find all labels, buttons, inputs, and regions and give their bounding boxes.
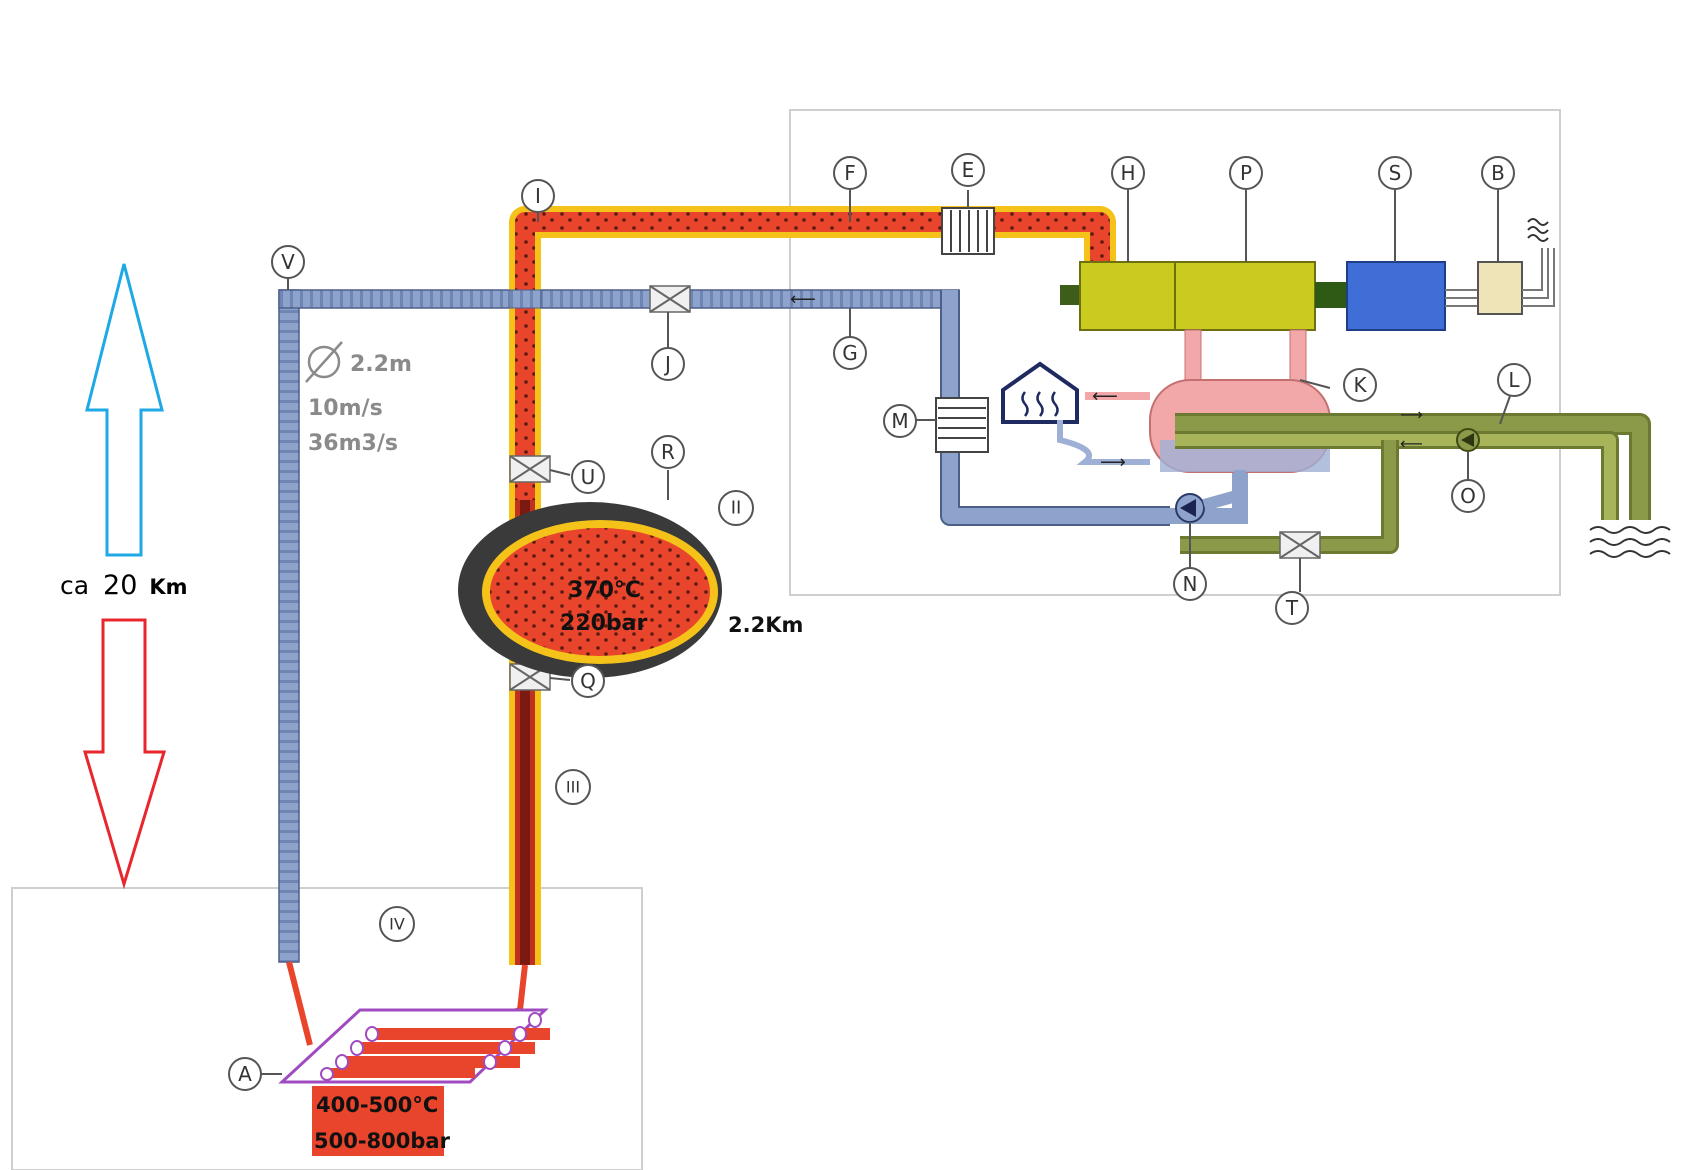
- label-B: B: [1481, 156, 1515, 190]
- svg-text:M: M: [891, 409, 908, 433]
- label-R: R: [651, 435, 685, 469]
- turbine-h[interactable]: [1079, 261, 1176, 331]
- svg-text:H: H: [1120, 161, 1135, 185]
- power-lines: [1522, 248, 1555, 307]
- label-F: F: [833, 156, 867, 190]
- svg-text:IV: IV: [389, 915, 405, 934]
- svg-text:Q: Q: [580, 669, 596, 693]
- label-S: S: [1378, 156, 1412, 190]
- label-V: V: [271, 245, 305, 279]
- label-T: T: [1275, 591, 1309, 625]
- valve-t[interactable]: [1279, 531, 1321, 559]
- svg-text:P: P: [1240, 161, 1252, 185]
- svg-text:I: I: [535, 184, 541, 208]
- svg-text:T: T: [1285, 596, 1299, 620]
- label-I: I: [521, 179, 555, 213]
- down-arrow: [82, 618, 167, 890]
- leader-lines: [260, 190, 1511, 1075]
- svg-text:B: B: [1491, 161, 1505, 185]
- flow-arrow-l2: ⟵: [1400, 434, 1423, 453]
- label-P: P: [1229, 156, 1263, 190]
- source-feed-cold: [286, 961, 313, 1046]
- svg-text:III: III: [566, 778, 580, 797]
- heating-return: [1057, 420, 1150, 465]
- pipe-flow: 36m3/s: [308, 431, 398, 456]
- depth-label: ca 20 Km: [60, 570, 188, 601]
- label-K: K: [1343, 368, 1377, 402]
- label-II: II: [718, 490, 754, 526]
- deep-zone-frame: [11, 887, 643, 1170]
- label-L: L: [1497, 363, 1531, 397]
- svg-text:S: S: [1389, 161, 1402, 185]
- label-A: A: [228, 1057, 262, 1091]
- svg-text:J: J: [663, 352, 671, 376]
- transformer-b[interactable]: [1477, 261, 1523, 315]
- svg-text:K: K: [1353, 373, 1367, 397]
- label-E: E: [951, 153, 985, 187]
- svg-text:L: L: [1508, 368, 1520, 392]
- diameter-icon: [305, 341, 343, 383]
- generator-s[interactable]: [1346, 261, 1446, 331]
- svg-text:G: G: [842, 341, 858, 365]
- flow-arrow-g: ⟵: [790, 289, 816, 310]
- valve-j[interactable]: [649, 285, 691, 313]
- valve-u[interactable]: [509, 455, 551, 483]
- label-IV: IV: [379, 906, 415, 942]
- reservoir-pressure: 220bar: [560, 611, 648, 636]
- surface-plant-frame: [789, 109, 1561, 596]
- label-III: III: [555, 769, 591, 805]
- label-U: U: [571, 460, 605, 494]
- electricity-icon: [1527, 218, 1549, 242]
- turbine-shaft-right: [1315, 282, 1347, 308]
- pipe-velocity: 10m/s: [308, 396, 383, 421]
- up-arrow: [85, 263, 164, 557]
- source-temp: 400-500°C: [316, 1093, 438, 1117]
- reservoir-temp: 370°C: [568, 578, 641, 603]
- reservoir-ii[interactable]: [490, 528, 710, 656]
- svg-text:⟵: ⟵: [1092, 386, 1118, 407]
- label-J: J: [651, 347, 685, 381]
- svg-text:⟶: ⟶: [1100, 452, 1126, 473]
- cold-pipe-v-vertical: [278, 289, 300, 963]
- svg-text:E: E: [962, 158, 975, 182]
- pipe-diameter: 2.2m: [350, 352, 412, 377]
- source-pressure: 500-800bar: [314, 1129, 451, 1153]
- turbine-shaft-left: [1060, 285, 1084, 305]
- cold-pipe-top: [278, 289, 960, 309]
- label-O: O: [1451, 479, 1485, 513]
- deep-heat-exchanger-a[interactable]: [0, 1008, 550, 1084]
- svg-text:O: O: [1460, 484, 1476, 508]
- heat-exchanger-m[interactable]: [935, 397, 989, 453]
- water-icon: [1589, 526, 1671, 558]
- svg-text:U: U: [581, 465, 596, 489]
- svg-text:N: N: [1183, 572, 1198, 596]
- svg-text:II: II: [731, 498, 742, 519]
- reservoir-size: 2.2Km: [728, 613, 803, 637]
- svg-text:V: V: [281, 250, 295, 274]
- label-G: G: [833, 336, 867, 370]
- label-Q: Q: [571, 664, 605, 698]
- svg-text:F: F: [844, 161, 856, 185]
- flow-arrow-l1: ⟶: [1400, 405, 1423, 424]
- label-N: N: [1173, 567, 1207, 601]
- source-info-box: [312, 1086, 444, 1156]
- label-H: H: [1111, 156, 1145, 190]
- svg-text:A: A: [238, 1062, 252, 1086]
- label-M: M: [883, 404, 917, 438]
- svg-text:R: R: [661, 440, 675, 464]
- turbine-p[interactable]: [1174, 261, 1316, 331]
